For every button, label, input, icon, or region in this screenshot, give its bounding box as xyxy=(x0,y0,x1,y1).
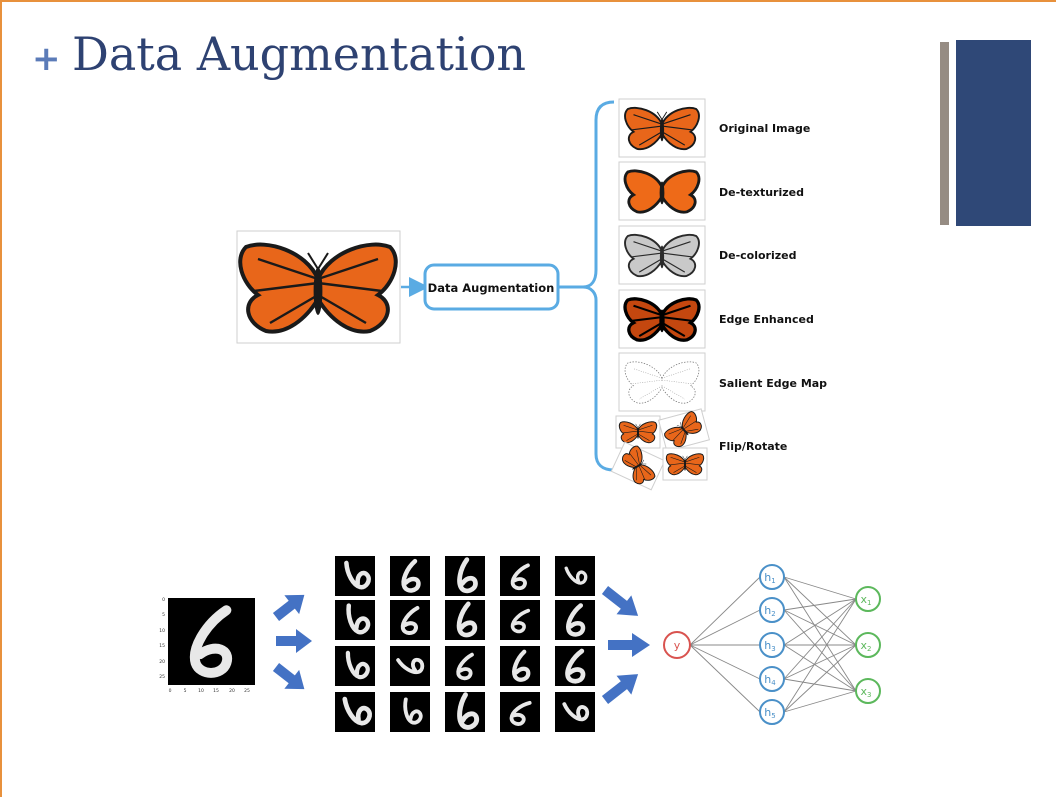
hidden-node-4: h4 xyxy=(759,666,785,692)
slide-title: Data Augmentation xyxy=(72,27,527,81)
source-digit-plot: 0 5 10 15 20 25 0 5 10 15 20 25 xyxy=(159,597,255,694)
output-label-decolorized: De-colorized xyxy=(719,249,797,262)
x-tick-20: 20 xyxy=(229,688,235,694)
y-tick-0: 0 xyxy=(162,597,165,603)
augmented-digit-grid xyxy=(335,556,595,732)
svg-text:h1: h1 xyxy=(764,571,775,585)
network-edges xyxy=(689,576,857,713)
augmentation-box: Data Augmentation xyxy=(423,263,560,311)
input-node-1: x1 xyxy=(855,586,881,612)
x-tick-5: 5 xyxy=(184,688,187,694)
svg-text:h3: h3 xyxy=(764,639,775,653)
hidden-node-3: h3 xyxy=(759,632,785,658)
svg-text:h2: h2 xyxy=(764,604,775,618)
hidden-node-1: h1 xyxy=(759,564,785,590)
y-tick-15: 15 xyxy=(159,643,165,649)
y-tick-10: 10 xyxy=(159,628,165,634)
decorative-blue-block xyxy=(956,40,1031,226)
fan-out-arrows xyxy=(272,594,312,690)
fan-in-arrows xyxy=(601,586,650,704)
x-tick-10: 10 xyxy=(198,688,204,694)
hidden-node-2: h2 xyxy=(759,597,785,623)
thumb-detexturized xyxy=(618,161,706,221)
x-tick-0: 0 xyxy=(169,688,172,694)
svg-text:h4: h4 xyxy=(764,673,776,687)
title-plus-icon: + xyxy=(32,39,61,79)
svg-text:x3: x3 xyxy=(861,685,872,699)
thumb-flip-rotate xyxy=(610,408,711,491)
y-tick-5: 5 xyxy=(162,612,165,618)
thumb-decolorized xyxy=(618,225,706,285)
y-tick-25: 25 xyxy=(159,674,165,680)
slide-frame-top xyxy=(0,0,1056,2)
svg-text:h5: h5 xyxy=(764,706,775,720)
slide-frame-left xyxy=(0,0,2,797)
svg-text:x2: x2 xyxy=(861,639,872,653)
output-node-y: y xyxy=(663,631,691,659)
output-label-edge-enhanced: Edge Enhanced xyxy=(719,313,814,326)
thumb-edge-enhanced xyxy=(618,289,706,349)
y-tick-20: 20 xyxy=(159,659,165,665)
hidden-node-5: h5 xyxy=(759,699,785,725)
input-node-2: x2 xyxy=(855,632,881,658)
output-bracket xyxy=(558,100,615,472)
thumb-salient-edge-map xyxy=(618,352,706,412)
output-label-salient-edge-map: Salient Edge Map xyxy=(719,377,827,390)
input-node-3: x3 xyxy=(855,678,881,704)
source-butterfly-image xyxy=(236,230,401,344)
output-label-original: Original Image xyxy=(719,122,810,135)
decorative-gray-bar xyxy=(940,42,949,225)
svg-text:x1: x1 xyxy=(861,593,872,607)
x-tick-15: 15 xyxy=(213,688,219,694)
thumb-original xyxy=(618,98,706,158)
x-tick-25: 25 xyxy=(244,688,250,694)
output-label-flip-rotate: Flip/Rotate xyxy=(719,440,787,453)
svg-text:y: y xyxy=(674,639,681,652)
output-label-detexturized: De-texturized xyxy=(719,186,804,199)
augmentation-box-label: Data Augmentation xyxy=(428,281,555,295)
